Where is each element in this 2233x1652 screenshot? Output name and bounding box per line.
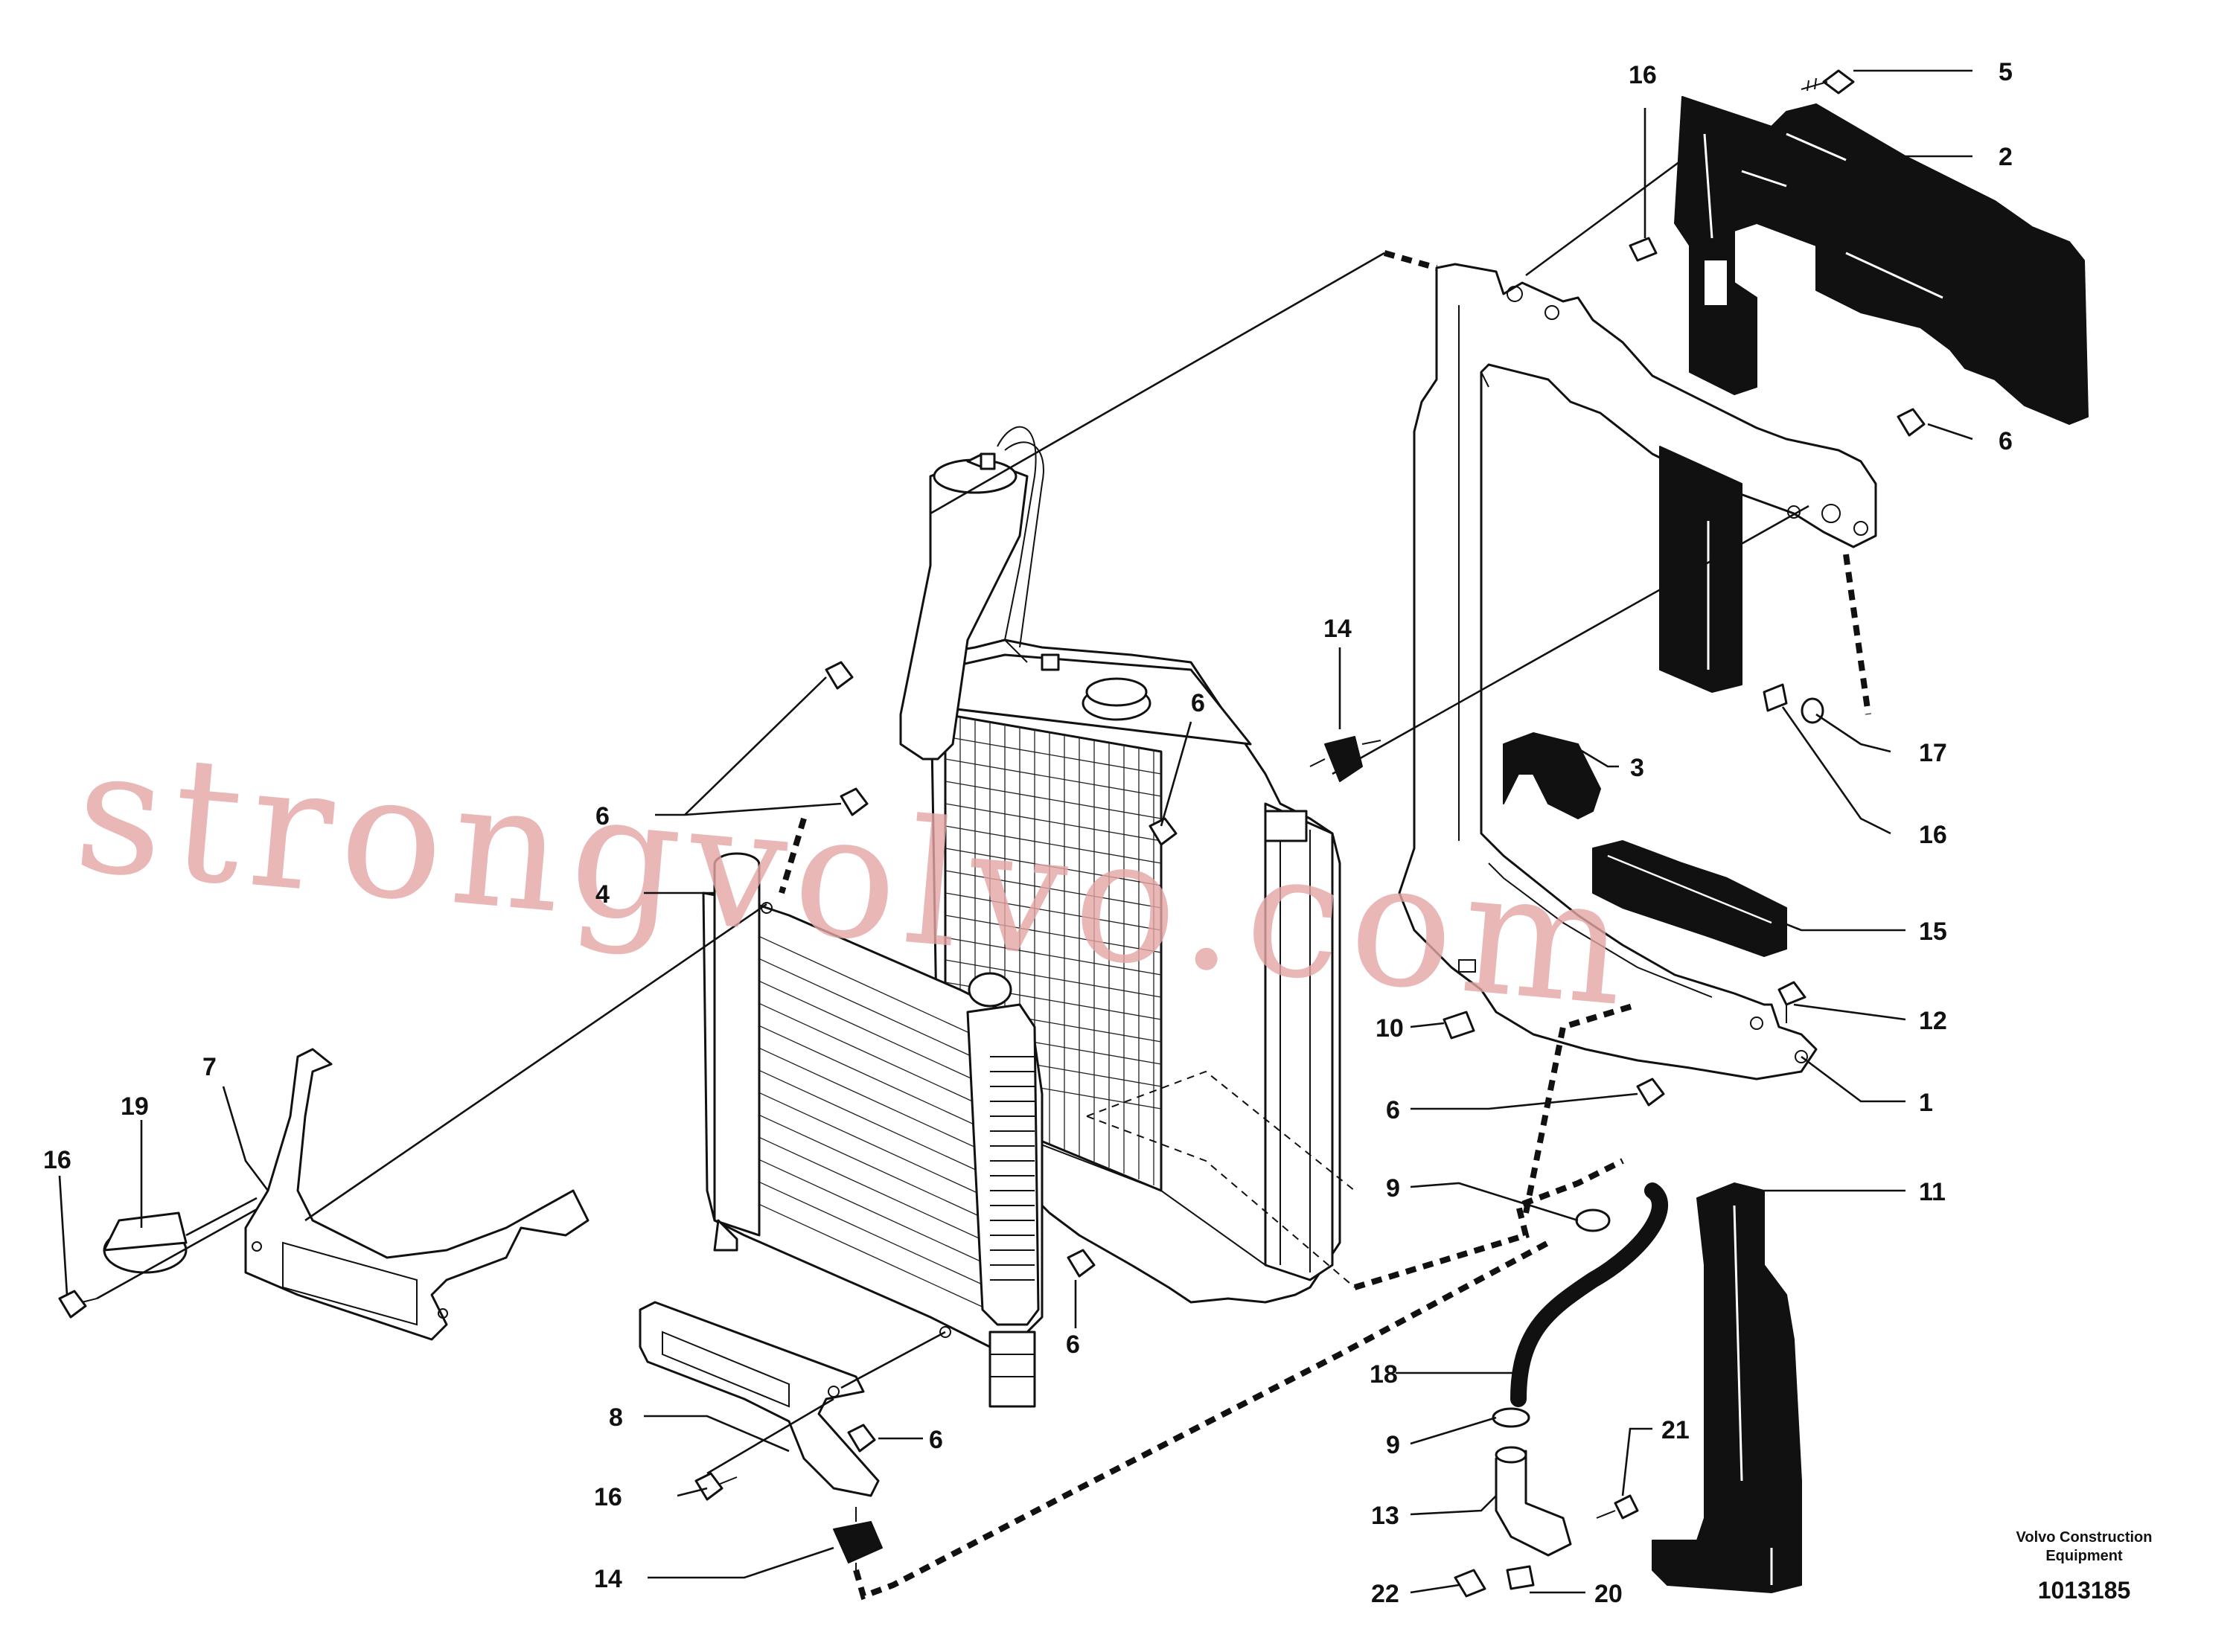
callout-6-bottom: 6 [929,1426,943,1454]
callout-18: 18 [1370,1360,1398,1389]
callout-14-bottom: 14 [594,1565,622,1593]
callout-15: 15 [1919,918,1947,946]
footer: Volvo Construction Equipment 1013185 [2016,1529,2153,1604]
callout-19: 19 [121,1092,149,1121]
callout-5: 5 [1999,58,2013,86]
manufacturer-line-1: Volvo Construction [2016,1529,2153,1546]
callout-22: 22 [1371,1580,1399,1608]
small-parts [58,69,1926,1598]
callouts: 5 2 16 6 17 16 3 15 12 1 11 14 6 6 4 7 1… [43,58,2013,1608]
callout-7: 7 [202,1053,217,1081]
callout-12: 12 [1919,1007,1947,1035]
callout-6-center: 6 [1191,689,1205,717]
drawing-number: 1013185 [2038,1577,2131,1604]
callout-14-top: 14 [1323,615,1352,643]
callout-16-right: 16 [1919,821,1947,849]
callout-1: 1 [1919,1089,1933,1117]
callout-13: 13 [1371,1502,1399,1530]
callout-8: 8 [609,1403,623,1432]
oil-cooler [702,852,1044,1408]
shroud-panel [1674,96,2089,425]
callout-3: 3 [1630,754,1644,782]
expansion-tank [899,426,1044,761]
callout-9-bottom: 9 [1386,1431,1400,1459]
callout-4: 4 [595,880,610,909]
lower-shroud [1659,446,1742,693]
callout-9-top: 9 [1386,1174,1400,1203]
callout-11: 11 [1919,1178,1946,1206]
callout-6-mid: 6 [1386,1096,1400,1124]
callout-21: 21 [1661,1416,1690,1444]
callout-16-top: 16 [1629,61,1657,89]
manufacturer-line-2: Equipment [2045,1548,2123,1564]
mounting-frame [1398,263,1877,1080]
tall-seal [1652,1182,1802,1593]
leader-lines [58,69,1973,1594]
callout-20: 20 [1594,1580,1623,1608]
assembly-lines [96,147,1871,1601]
callout-6-top: 6 [1999,427,2013,455]
callout-17: 17 [1919,739,1947,767]
bracket-8 [639,1301,880,1497]
callout-6-left: 6 [595,802,610,830]
callout-2: 2 [1999,143,2013,171]
callout-10: 10 [1376,1014,1404,1043]
bracket-7 [244,1048,590,1341]
callout-16-bottom: 16 [594,1483,622,1511]
rubber-block [1503,732,1601,819]
seal-strip [1592,840,1787,957]
callout-16-left: 16 [43,1146,71,1174]
callout-6-lower: 6 [1066,1331,1080,1359]
